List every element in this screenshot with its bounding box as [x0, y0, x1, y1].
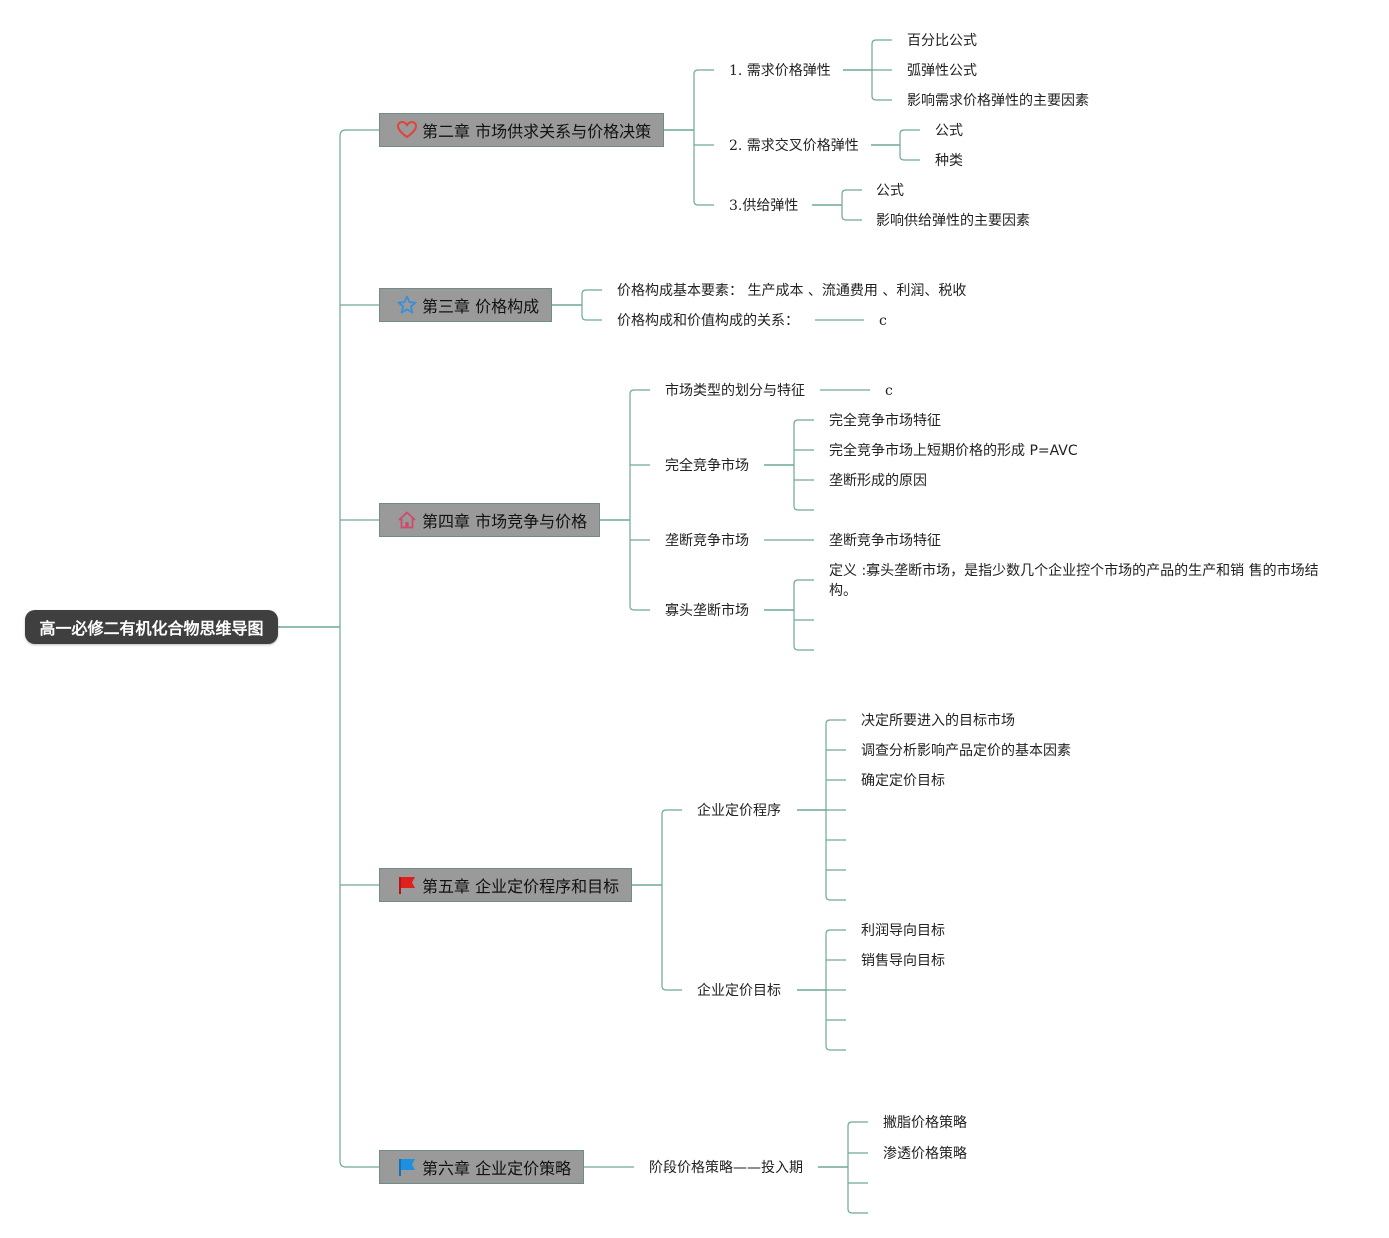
topic-demand-elasticity[interactable]: 1. 需求价格弹性 [729, 63, 831, 79]
chapter-4-label: 第四章 市场竞争与价格 [422, 512, 588, 531]
chapter-4-node[interactable]: 第四章 市场竞争与价格 [379, 503, 600, 537]
connector [871, 70, 892, 101]
connector [793, 610, 814, 651]
leaf-cross-formula[interactable]: 公式 [935, 123, 963, 139]
leaf-c-1[interactable]: c [879, 313, 887, 329]
connector [693, 69, 714, 130]
leaf-demand-elasticity-factors[interactable]: 影响需求价格弹性的主要因素 [907, 93, 1089, 109]
chapter-3-node[interactable]: 第三章 价格构成 [379, 288, 552, 322]
connector [793, 419, 814, 465]
connector [693, 130, 714, 206]
red-flag-icon [396, 874, 418, 896]
connector [629, 520, 650, 611]
connector [899, 145, 920, 161]
connector [841, 205, 862, 221]
leaf-perfect-features[interactable]: 完全竞争市场特征 [829, 413, 941, 429]
connector [899, 129, 920, 145]
connector [825, 929, 846, 990]
leaf-c-2[interactable]: c [885, 383, 893, 399]
chapter-6-label: 第六章 企业定价策略 [422, 1159, 572, 1178]
connector [793, 579, 814, 610]
topic-monopolistic-competition[interactable]: 垄断竞争市场 [665, 533, 749, 549]
chapter-2-node[interactable]: 第二章 市场供求关系与价格决策 [379, 113, 664, 147]
chapter-5-node[interactable]: 第五章 企业定价程序和目标 [379, 868, 632, 902]
topic-perfect-competition[interactable]: 完全竞争市场 [665, 458, 749, 474]
leaf-short-term-price[interactable]: 完全竞争市场上短期价格的形成 P=AVC [829, 443, 1078, 459]
leaf-monopolistic-features[interactable]: 垄断竞争市场特征 [829, 533, 941, 549]
topic-pricing-objectives[interactable]: 企业定价目标 [697, 983, 781, 999]
connector [847, 1167, 868, 1214]
chapter-6-node[interactable]: 第六章 企业定价策略 [379, 1150, 584, 1184]
leaf-pricing-factors[interactable]: 调查分析影响产品定价的基本因素 [861, 743, 1071, 759]
leaf-sales-oriented[interactable]: 销售导向目标 [861, 953, 945, 969]
leaf-pricing-goal[interactable]: 确定定价目标 [861, 773, 945, 789]
leaf-target-market[interactable]: 决定所要进入的目标市场 [861, 713, 1015, 729]
blue-flag-icon [396, 1156, 418, 1178]
connector [661, 809, 682, 885]
topic-market-types[interactable]: 市场类型的划分与特征 [665, 383, 805, 399]
leaf-monopoly-causes[interactable]: 垄断形成的原因 [829, 473, 927, 489]
leaf-percentage-formula[interactable]: 百分比公式 [907, 33, 977, 49]
leaf-supply-elasticity-factors[interactable]: 影响供给弹性的主要因素 [876, 213, 1030, 229]
root-label: 高一必修二有机化合物思维导图 [39, 619, 264, 638]
topic-cross-elasticity[interactable]: 2. 需求交叉价格弹性 [729, 138, 859, 154]
leaf-supply-formula[interactable]: 公式 [876, 183, 904, 199]
connector [629, 389, 650, 520]
topic-stage-pricing[interactable]: 阶段价格策略——投入期 [649, 1160, 803, 1176]
connector [793, 465, 814, 511]
connector [871, 39, 892, 70]
topic-supply-elasticity[interactable]: 3.供给弹性 [729, 198, 799, 214]
connector [847, 1121, 868, 1167]
connector [339, 129, 379, 627]
leaf-skimming[interactable]: 撇脂价格策略 [883, 1115, 967, 1131]
topic-price-elements[interactable]: 价格构成基本要素： 生产成本 、流通费用 、利润、税收 [617, 283, 967, 299]
chapter-3-label: 第三章 价格构成 [422, 297, 540, 316]
connector [581, 289, 602, 305]
connector [825, 810, 846, 901]
connector [825, 719, 846, 810]
chapter-2-label: 第二章 市场供求关系与价格决策 [422, 122, 652, 141]
leaf-cross-types[interactable]: 种类 [935, 153, 963, 169]
leaf-oligopoly-definition[interactable]: 定义 :寡头垄断市场，是指少数几个企业控个市场的产品的生产和销 售的市场结构。 [829, 563, 1319, 599]
topic-price-value-relation[interactable]: 价格构成和价值构成的关系： [617, 313, 799, 329]
leaf-arc-elasticity-formula[interactable]: 弧弹性公式 [907, 63, 977, 79]
connector [339, 627, 379, 1168]
leaf-profit-oriented[interactable]: 利润导向目标 [861, 923, 945, 939]
star-icon [396, 294, 418, 316]
connector [825, 990, 846, 1051]
connector [581, 305, 602, 321]
house-icon [396, 509, 418, 531]
leaf-penetration[interactable]: 渗透价格策略 [883, 1146, 967, 1162]
topic-pricing-procedure[interactable]: 企业定价程序 [697, 803, 781, 819]
root-node[interactable]: 高一必修二有机化合物思维导图 [25, 610, 278, 644]
topic-oligopoly[interactable]: 寡头垄断市场 [665, 603, 749, 619]
heart-icon [396, 119, 418, 141]
connector [661, 885, 682, 991]
connector [841, 189, 862, 205]
chapter-5-label: 第五章 企业定价程序和目标 [422, 877, 620, 896]
